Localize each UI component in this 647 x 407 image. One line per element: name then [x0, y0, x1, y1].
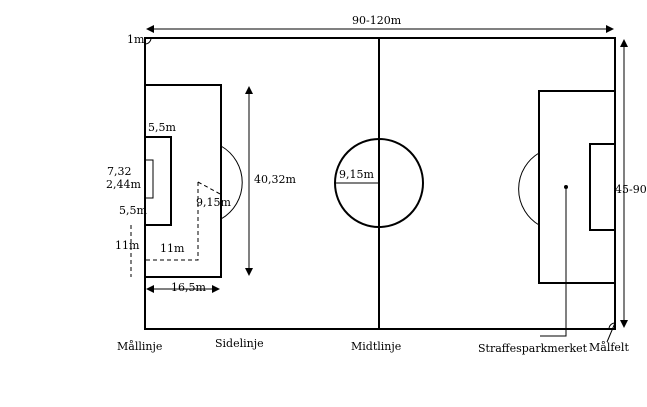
right-goal-area [589, 143, 616, 231]
center-circle [334, 138, 424, 228]
goal-area-label: Målfelt [589, 341, 629, 354]
goal-area-offset-label: 5,5m [119, 204, 147, 217]
right-penalty-area [538, 90, 616, 284]
left-penalty-spot-guide [145, 181, 223, 261]
goal-area-depth-label: 5,5m [148, 121, 176, 134]
goal-area-pointer [606, 322, 616, 343]
corner-arc-top-left [144, 37, 152, 45]
goal-line-label: Mållinje [117, 340, 162, 353]
goal-height-label: 2,44m [106, 178, 141, 191]
left-goal [144, 159, 154, 199]
penalty-spot-label: Straffesparkmerket [478, 342, 588, 355]
goal-width-label: 7,32 [107, 165, 132, 178]
penalty-depth-label: 16,5m [171, 281, 206, 294]
penalty-spot-distance-label: 11m [160, 242, 185, 255]
right-penalty-arc [518, 152, 540, 226]
width-label: 45-90m [615, 183, 647, 196]
corner-radius-label: 1m [127, 33, 145, 46]
penalty-width-label: 40,32m [254, 173, 296, 186]
midline-label: Midtlinje [351, 340, 401, 353]
penalty-spot-pointer [540, 189, 567, 337]
left-penalty-arc [220, 145, 243, 220]
center-circle-radius-label: 9,15m [339, 168, 374, 181]
right-penalty-spot [564, 185, 568, 189]
penalty-spot-distance-vertical-label: 11m [115, 239, 140, 252]
length-label: 90-120m [352, 14, 402, 27]
penalty-arc-radius-label: 9,15m [196, 196, 231, 209]
left-goal-area [144, 136, 172, 226]
side-line-label: Sidelinje [215, 337, 264, 350]
